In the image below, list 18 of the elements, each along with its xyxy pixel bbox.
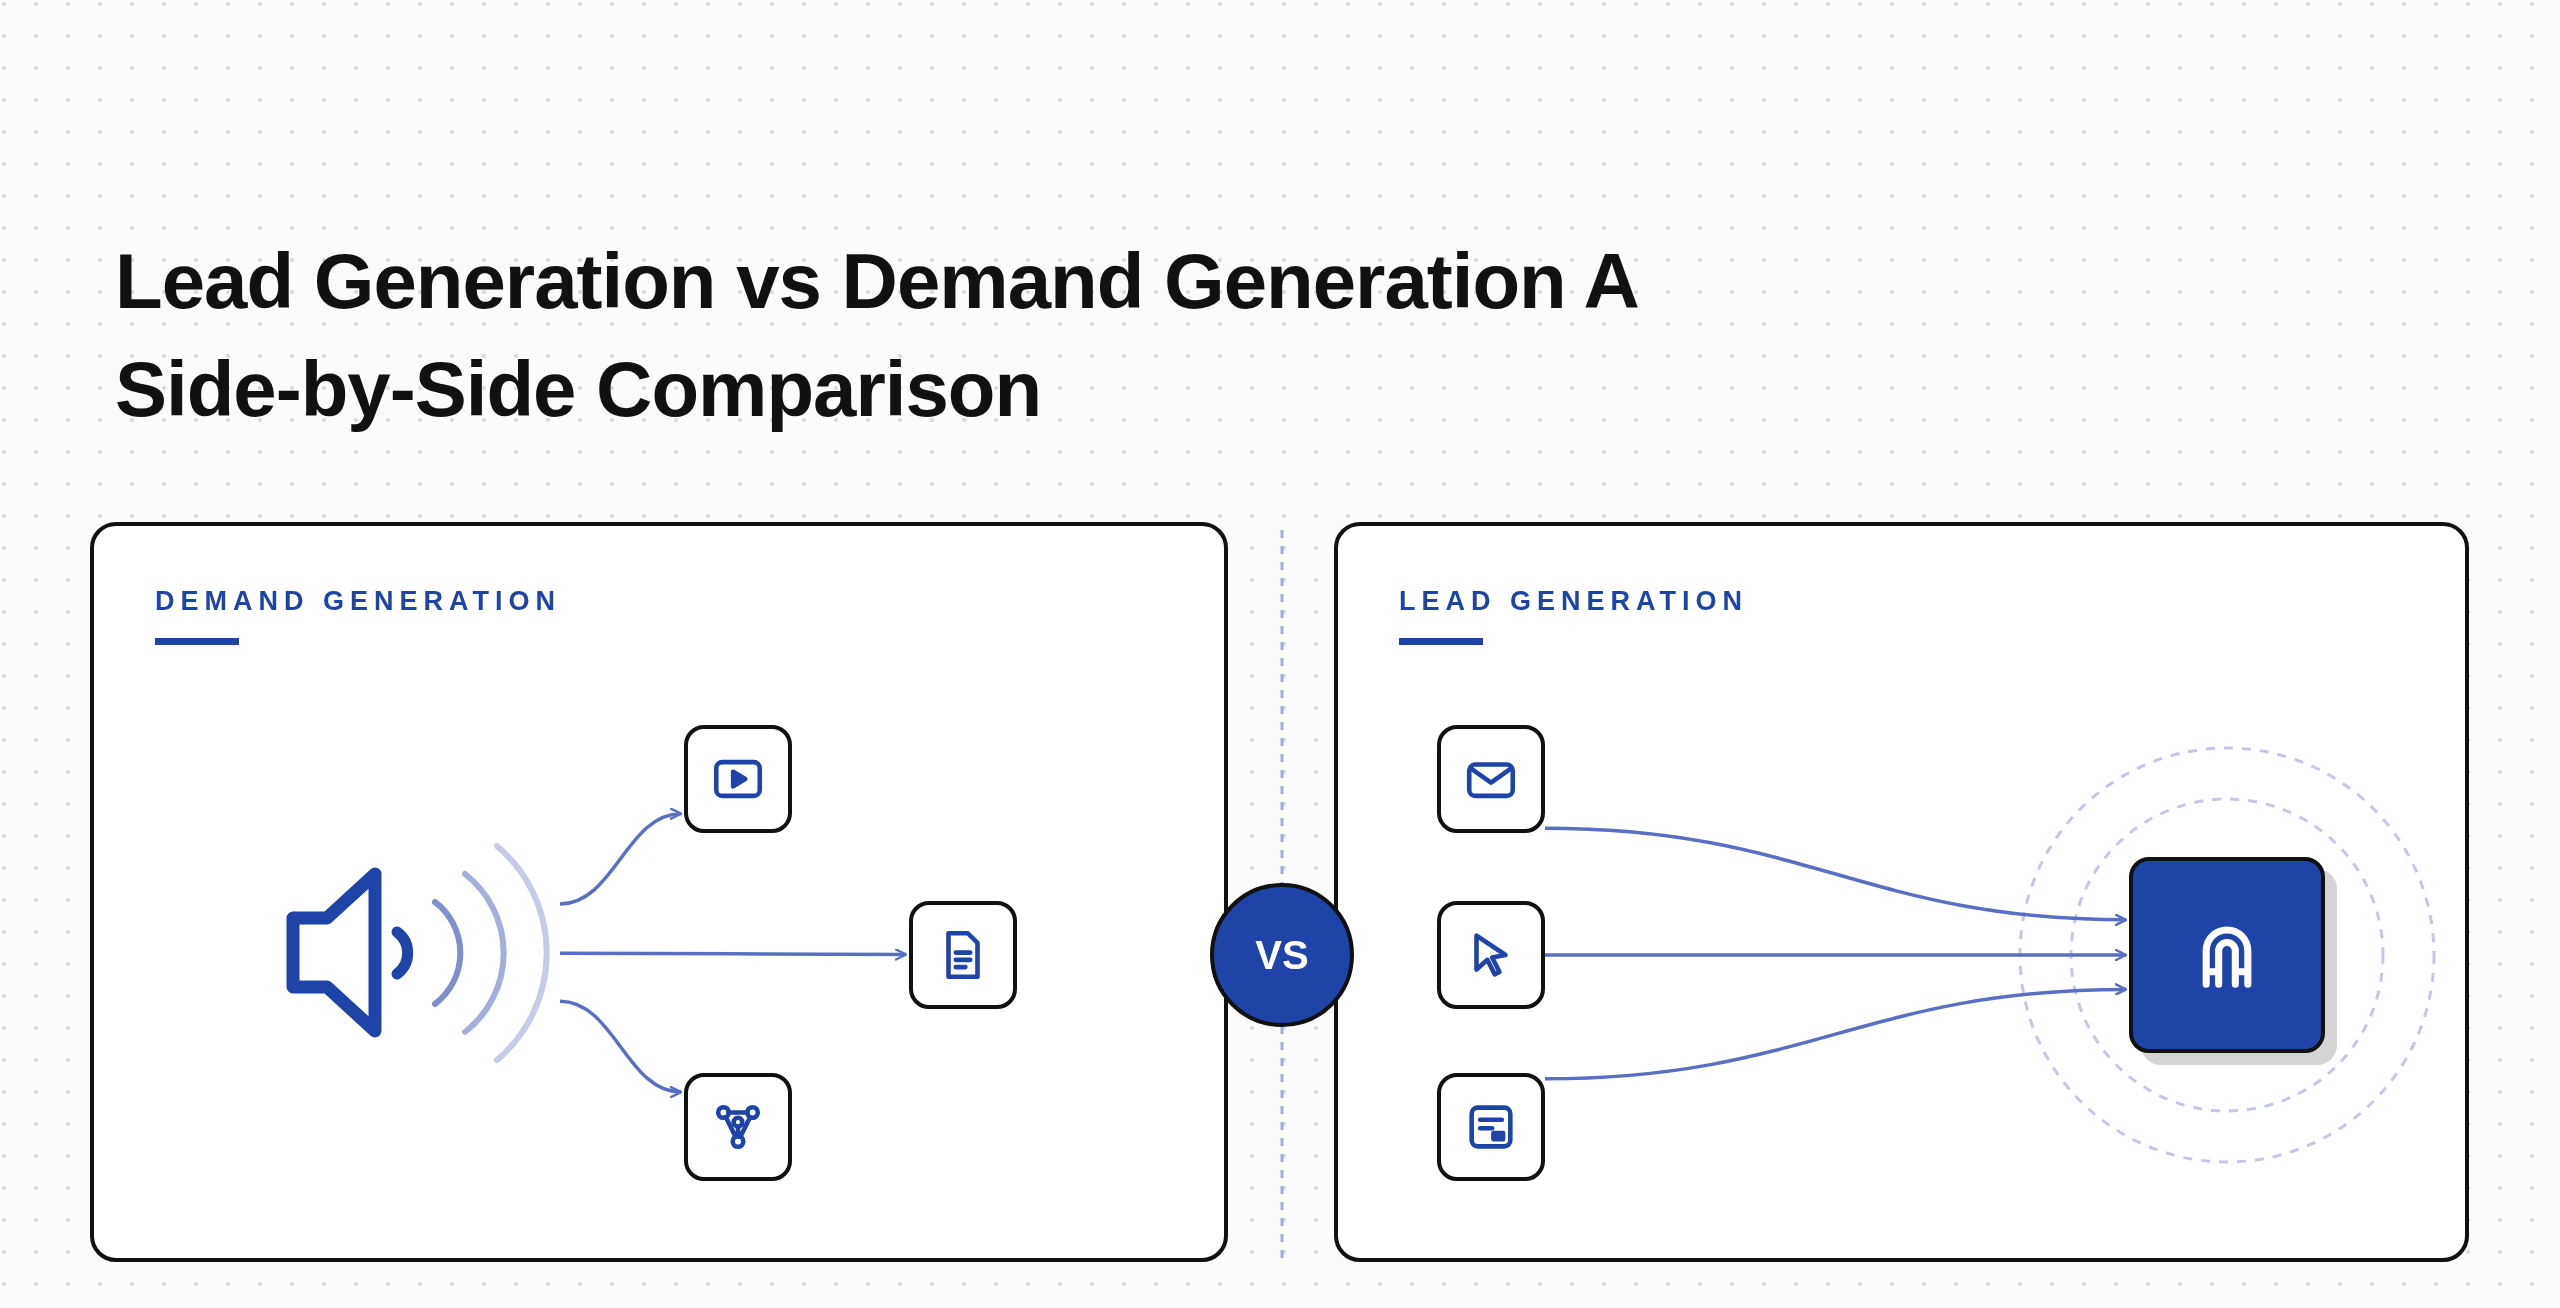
arrow [560,948,908,961]
arrow [1544,826,2128,926]
panel [90,522,1228,1262]
arrow [1544,983,2128,1081]
arrow [1545,948,2128,962]
icon-tile [909,901,1017,1009]
icon-tile [1437,901,1545,1009]
vs-text: VS [1255,932,1309,978]
title: Lead Generation vs Demand Generation A Side-by-Side Comparison [115,236,1638,435]
icon-tile [684,725,792,833]
arrow [559,999,683,1097]
icon-tile [1437,1073,1545,1181]
panel [1334,522,2469,1262]
panel-heading: LEAD GENERATION [1399,586,1748,617]
arrow [559,808,683,906]
icon-tile [684,1073,792,1181]
panel-heading: DEMAND GENERATION [155,586,561,617]
icon-tile [1437,725,1545,833]
